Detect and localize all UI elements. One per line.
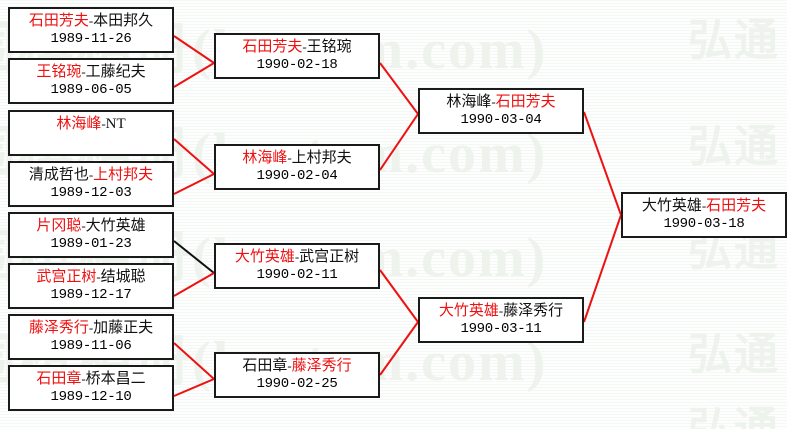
match-date: 1989-06-05	[50, 82, 132, 98]
player-loser: 大竹英雄	[85, 218, 146, 234]
match-players: 林海峰-上村邦夫	[216, 148, 378, 168]
player-winner: 石田芳夫	[242, 39, 303, 55]
bracket-connector	[379, 321, 419, 376]
match-players: 石田芳夫-本田邦久	[10, 11, 172, 31]
watermark-text: 弘通	[688, 330, 780, 379]
player-loser: 桥本昌二	[85, 371, 146, 387]
watermark-text: 弘通	[688, 122, 780, 171]
match-date: 1990-03-18	[663, 216, 745, 232]
watermark-text: 弘通	[688, 16, 780, 65]
match-date: 1990-02-18	[256, 57, 338, 73]
match-node[interactable]: 林海峰-NT	[8, 110, 174, 156]
player-winner: 藤泽秀行	[28, 320, 89, 336]
match-players: 石田章-藤泽秀行	[216, 356, 378, 376]
bracket-connector	[173, 62, 215, 88]
match-date: 1990-02-04	[256, 168, 338, 184]
player-loser: NT	[105, 116, 126, 132]
match-date: 1989-11-06	[50, 338, 132, 354]
match-players: 武宫正树-结城聪	[10, 267, 172, 287]
player-loser: 结城聪	[100, 269, 146, 285]
player-winner: 大竹英雄	[438, 303, 499, 319]
player-loser: 武宫正树	[299, 249, 360, 265]
player-loser: 本田邦久	[93, 13, 154, 29]
player-loser: 林海峰	[446, 94, 492, 110]
match-players: 片冈聪-大竹英雄	[10, 216, 172, 236]
match-date: 1989-12-17	[50, 287, 132, 303]
bracket-connector	[379, 113, 419, 171]
match-players: 藤泽秀行-加藤正夫	[10, 318, 172, 338]
player-winner: 林海峰	[56, 116, 102, 132]
bracket-connector	[173, 272, 215, 297]
match-players: 清成哲也-上村邦夫	[10, 165, 172, 185]
match-players: 大竹英雄-石田芳夫	[623, 196, 785, 216]
match-players: 王铭琬-工藤纪夫	[10, 62, 172, 82]
bracket-connector	[173, 342, 215, 380]
player-winner: 石田芳夫	[495, 94, 556, 110]
match-players: 大竹英雄-武宫正树	[216, 247, 378, 267]
match-players: 石田芳夫-王铭琬	[216, 37, 378, 57]
player-loser: 王铭琬	[306, 39, 352, 55]
player-winner: 武宫正树	[36, 269, 97, 285]
player-loser: 藤泽秀行	[503, 303, 564, 319]
player-winner: 片冈聪	[36, 218, 82, 234]
bracket-connector	[583, 214, 622, 323]
watermark-text: 弘通	[688, 404, 780, 429]
bracket-connector	[173, 378, 215, 397]
player-winner: 林海峰	[242, 150, 288, 166]
match-date: 1989-11-26	[50, 31, 132, 47]
player-loser: 大竹英雄	[641, 198, 702, 214]
bracket-connector	[379, 62, 419, 115]
bracket-connector	[173, 173, 215, 195]
match-players: 林海峰-NT	[10, 114, 172, 134]
match-players: 大竹英雄-藤泽秀行	[420, 301, 582, 321]
player-winner: 大竹英雄	[234, 249, 295, 265]
player-loser: 上村邦夫	[291, 150, 352, 166]
match-date: 1989-12-03	[50, 185, 132, 201]
match-date: 1990-03-11	[460, 321, 542, 337]
bracket-connector	[173, 240, 215, 274]
match-date: 1990-02-11	[256, 267, 338, 283]
player-loser: 工藤纪夫	[85, 64, 146, 80]
bracket-connector	[583, 111, 622, 216]
match-date: 1989-01-23	[50, 236, 132, 252]
bracket-connector	[173, 35, 215, 64]
bracket-connector	[379, 269, 419, 323]
match-date: 1989-12-10	[50, 389, 132, 405]
match-players: 林海峰-石田芳夫	[420, 92, 582, 112]
player-winner: 藤泽秀行	[291, 358, 352, 374]
player-winner: 王铭琬	[36, 64, 82, 80]
match-players: 石田章-桥本昌二	[10, 369, 172, 389]
player-winner: 石田芳夫	[28, 13, 89, 29]
bracket-connector	[173, 138, 215, 175]
player-loser: 石田章	[242, 358, 288, 374]
player-loser: 加藤正夫	[93, 320, 154, 336]
player-loser: 清成哲也	[28, 167, 89, 183]
player-winner: 石田章	[36, 371, 82, 387]
player-winner: 上村邦夫	[93, 167, 154, 183]
match-date: 1990-02-25	[256, 376, 338, 392]
match-date: 1990-03-04	[460, 112, 542, 128]
player-winner: 石田芳夫	[706, 198, 767, 214]
